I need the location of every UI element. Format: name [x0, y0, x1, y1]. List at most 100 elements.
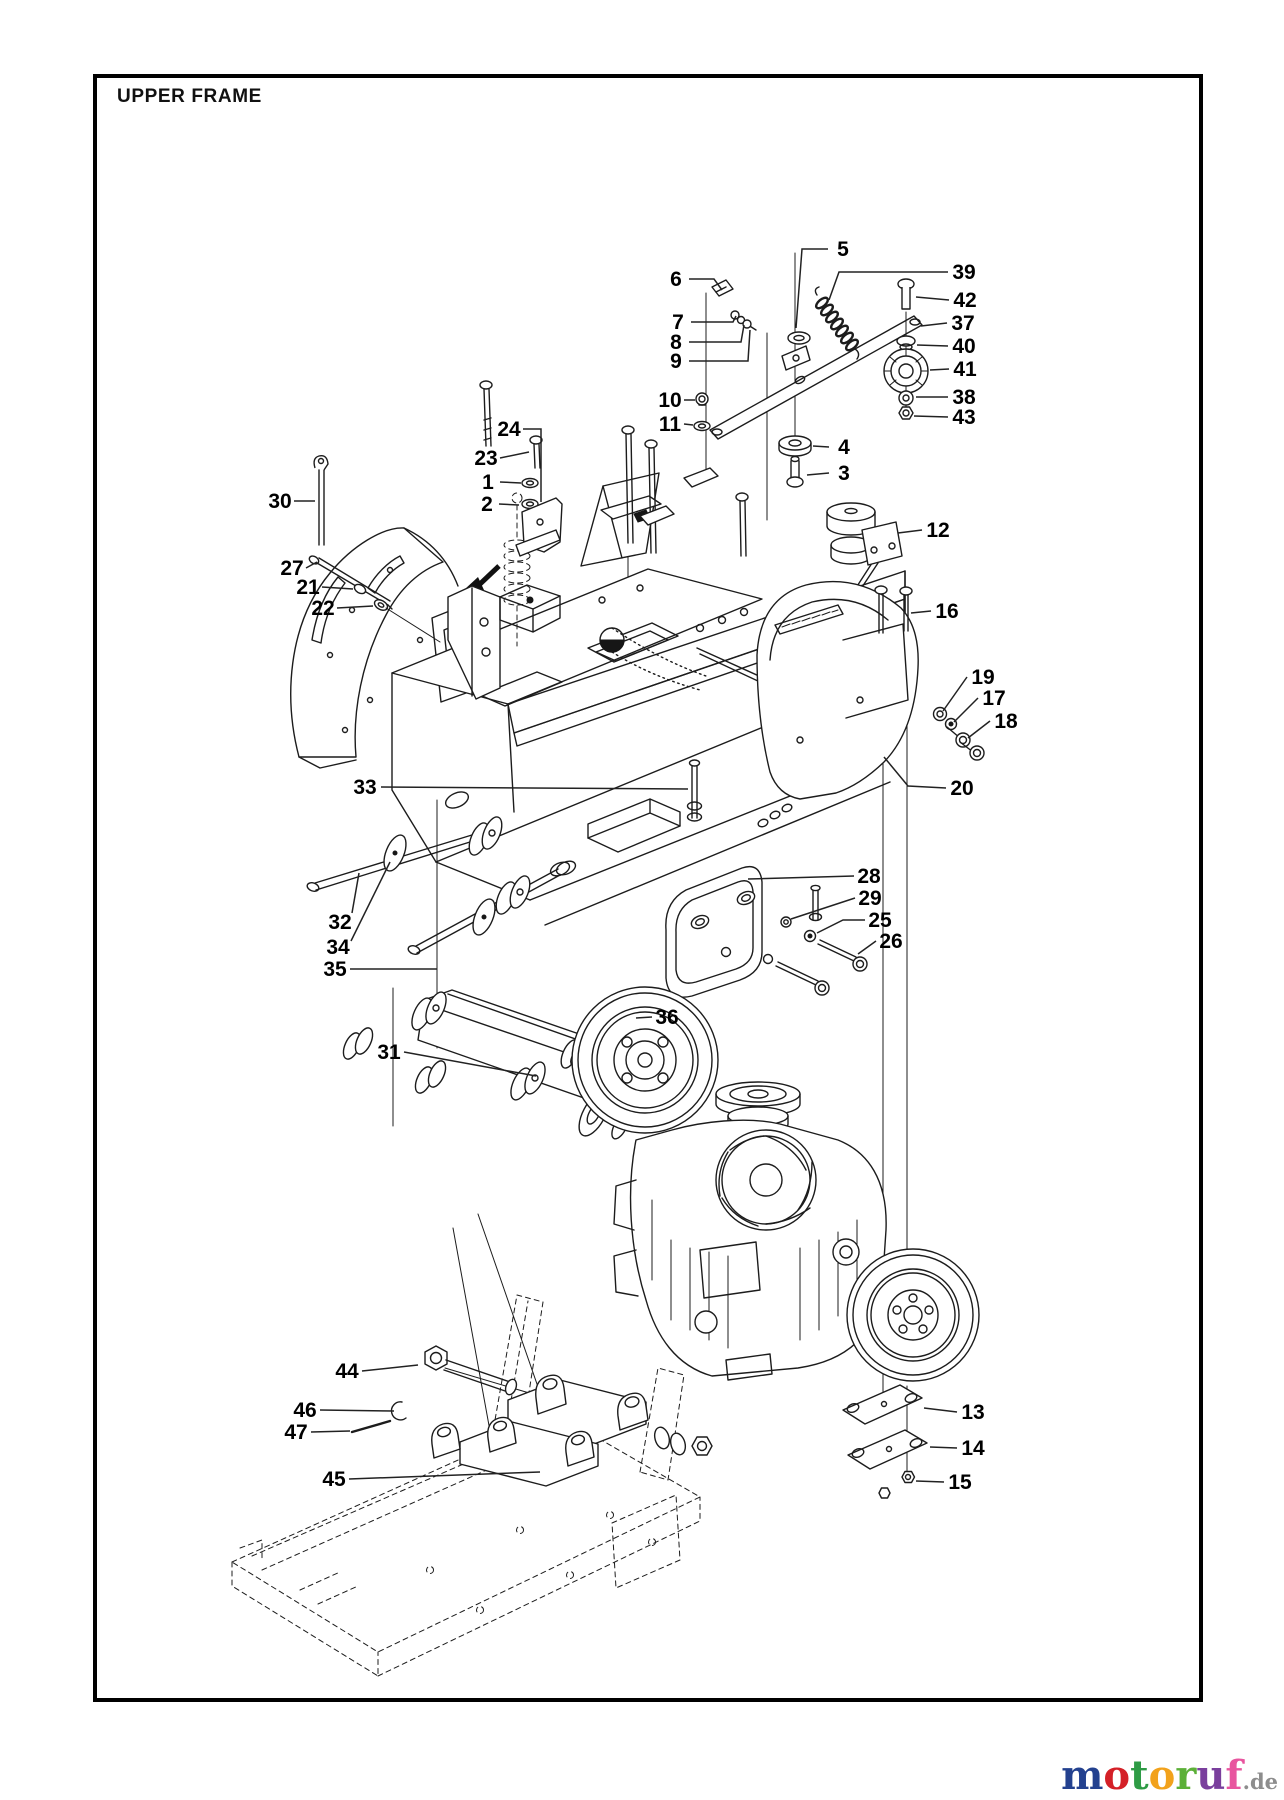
- svg-text:35: 35: [323, 958, 347, 981]
- svg-text:22: 22: [311, 597, 334, 620]
- callout-28: 28: [747, 865, 881, 888]
- inner-wheel-art: [571, 986, 719, 1134]
- callout-9: 9: [670, 329, 751, 373]
- strut-art: [580, 425, 749, 567]
- callout-40: 40: [916, 335, 976, 358]
- watermark: motoruf.de: [1061, 1756, 1278, 1796]
- callout-46: 46: [293, 1399, 395, 1422]
- svg-text:21: 21: [296, 576, 320, 599]
- svg-text:40: 40: [952, 335, 975, 358]
- svg-text:42: 42: [953, 289, 976, 312]
- svg-text:10: 10: [658, 389, 681, 412]
- callout-14: 14: [929, 1437, 985, 1460]
- belt-dotted-art: [599, 627, 707, 691]
- svg-text:30: 30: [268, 490, 291, 513]
- svg-text:37: 37: [951, 312, 974, 335]
- callout-5: 5: [795, 238, 849, 329]
- svg-text:15: 15: [948, 1471, 972, 1494]
- svg-text:25: 25: [868, 909, 892, 932]
- svg-text:18: 18: [994, 710, 1018, 733]
- page-border: [93, 74, 1203, 1702]
- right-fender-art: [756, 580, 919, 800]
- callout-41: 41: [929, 358, 977, 381]
- hinge-assembly-art: [350, 1345, 713, 1487]
- callout-27: 27: [280, 557, 318, 580]
- callout-10: 10: [658, 389, 695, 412]
- callout-7: 7: [672, 311, 737, 334]
- svg-text:1: 1: [482, 471, 494, 494]
- callout-11: 11: [659, 413, 694, 436]
- svg-text:38: 38: [952, 386, 976, 409]
- support-brackets-art: [842, 1384, 928, 1499]
- callout-2: 2: [481, 493, 520, 516]
- svg-text:45: 45: [322, 1468, 346, 1491]
- svg-text:41: 41: [953, 358, 977, 381]
- svg-text:34: 34: [326, 936, 350, 959]
- callout-34: 34: [326, 861, 391, 959]
- svg-text:5: 5: [837, 238, 849, 261]
- callout-19: 19: [942, 666, 995, 712]
- svg-text:19: 19: [971, 666, 994, 689]
- callout-31: 31: [377, 1041, 537, 1077]
- mount-box-art: [665, 865, 763, 998]
- svg-text:16: 16: [935, 600, 958, 623]
- callouts-layer: 1234567891011121314151617181920212223242…: [268, 238, 1018, 1494]
- watermark-letter: t: [1130, 1752, 1149, 1799]
- svg-text:29: 29: [858, 887, 881, 910]
- watermark-letter: f: [1225, 1752, 1243, 1799]
- callout-17: 17: [953, 687, 1006, 723]
- callout-38: 38: [916, 386, 976, 409]
- svg-text:44: 44: [335, 1360, 359, 1383]
- watermark-letter: u: [1196, 1752, 1226, 1799]
- svg-text:13: 13: [961, 1401, 984, 1424]
- watermark-letter: r: [1175, 1752, 1197, 1799]
- callout-32: 32: [328, 872, 360, 934]
- callout-23: 23: [474, 447, 530, 470]
- svg-text:32: 32: [328, 911, 351, 934]
- svg-text:31: 31: [377, 1041, 401, 1064]
- svg-text:43: 43: [952, 406, 975, 429]
- svg-text:20: 20: [950, 777, 973, 800]
- svg-text:26: 26: [879, 930, 902, 953]
- svg-text:24: 24: [497, 418, 521, 441]
- fender-hardware-art: [932, 706, 985, 761]
- callout-29: 29: [790, 887, 882, 920]
- page-title: UPPER FRAME: [117, 86, 262, 107]
- callout-45: 45: [322, 1468, 541, 1491]
- svg-text:4: 4: [838, 436, 850, 459]
- svg-text:6: 6: [670, 268, 682, 291]
- svg-text:11: 11: [659, 413, 682, 436]
- callout-30: 30: [268, 490, 315, 513]
- svg-text:47: 47: [284, 1421, 307, 1444]
- svg-text:12: 12: [926, 519, 949, 542]
- svg-text:36: 36: [655, 1006, 678, 1029]
- svg-text:27: 27: [280, 557, 303, 580]
- svg-text:9: 9: [670, 350, 682, 373]
- engine-art: [613, 1081, 887, 1381]
- svg-text:28: 28: [857, 865, 881, 888]
- seat-frame-dashed-art: [231, 1294, 701, 1677]
- callout-13: 13: [923, 1401, 985, 1424]
- bolt-stack-art: [479, 380, 563, 557]
- right-wheel-art: [846, 1248, 980, 1382]
- callout-39: 39: [828, 261, 976, 301]
- watermark-suffix: .de: [1242, 1769, 1278, 1794]
- svg-text:39: 39: [952, 261, 975, 284]
- callout-37: 37: [920, 312, 975, 335]
- long-bolts-art: [874, 585, 913, 634]
- top-hardware-art: [693, 279, 757, 432]
- svg-text:23: 23: [474, 447, 497, 470]
- callout-20: 20: [883, 756, 974, 800]
- callout-8: 8: [670, 324, 745, 354]
- watermark-letter: m: [1061, 1752, 1104, 1799]
- callout-24: 24: [497, 418, 542, 502]
- svg-text:2: 2: [481, 493, 493, 516]
- callout-25: 25: [816, 909, 892, 934]
- mount-hardware-art: [621, 916, 868, 1025]
- callout-18: 18: [967, 710, 1018, 739]
- rod-pin-art: [308, 454, 441, 643]
- pulley-column-art: [883, 278, 929, 420]
- svg-text:17: 17: [982, 687, 1005, 710]
